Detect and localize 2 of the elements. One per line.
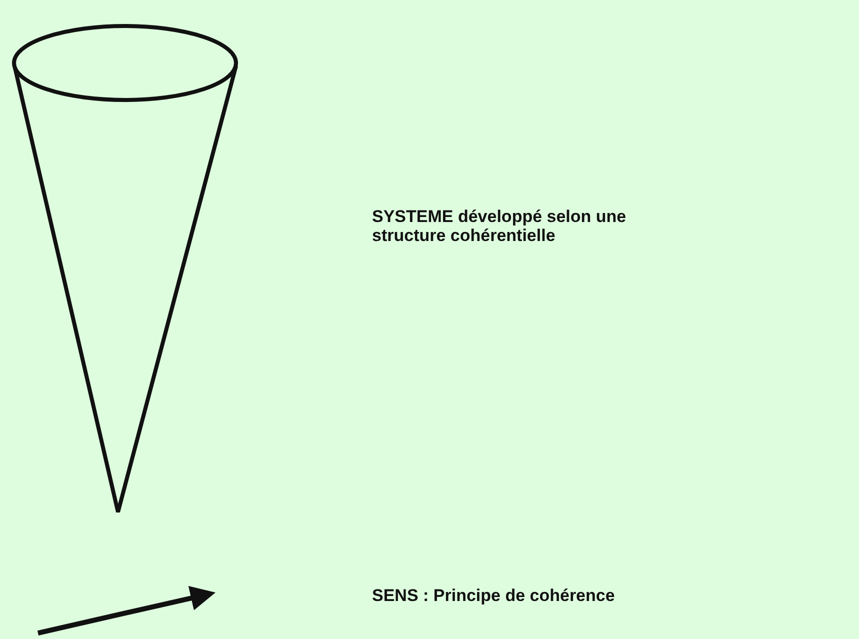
- label-text: SYSTEME développé selon une structure cohérentielle: [372, 207, 628, 245]
- label-text: SENS : Principe de cohérence: [372, 586, 616, 605]
